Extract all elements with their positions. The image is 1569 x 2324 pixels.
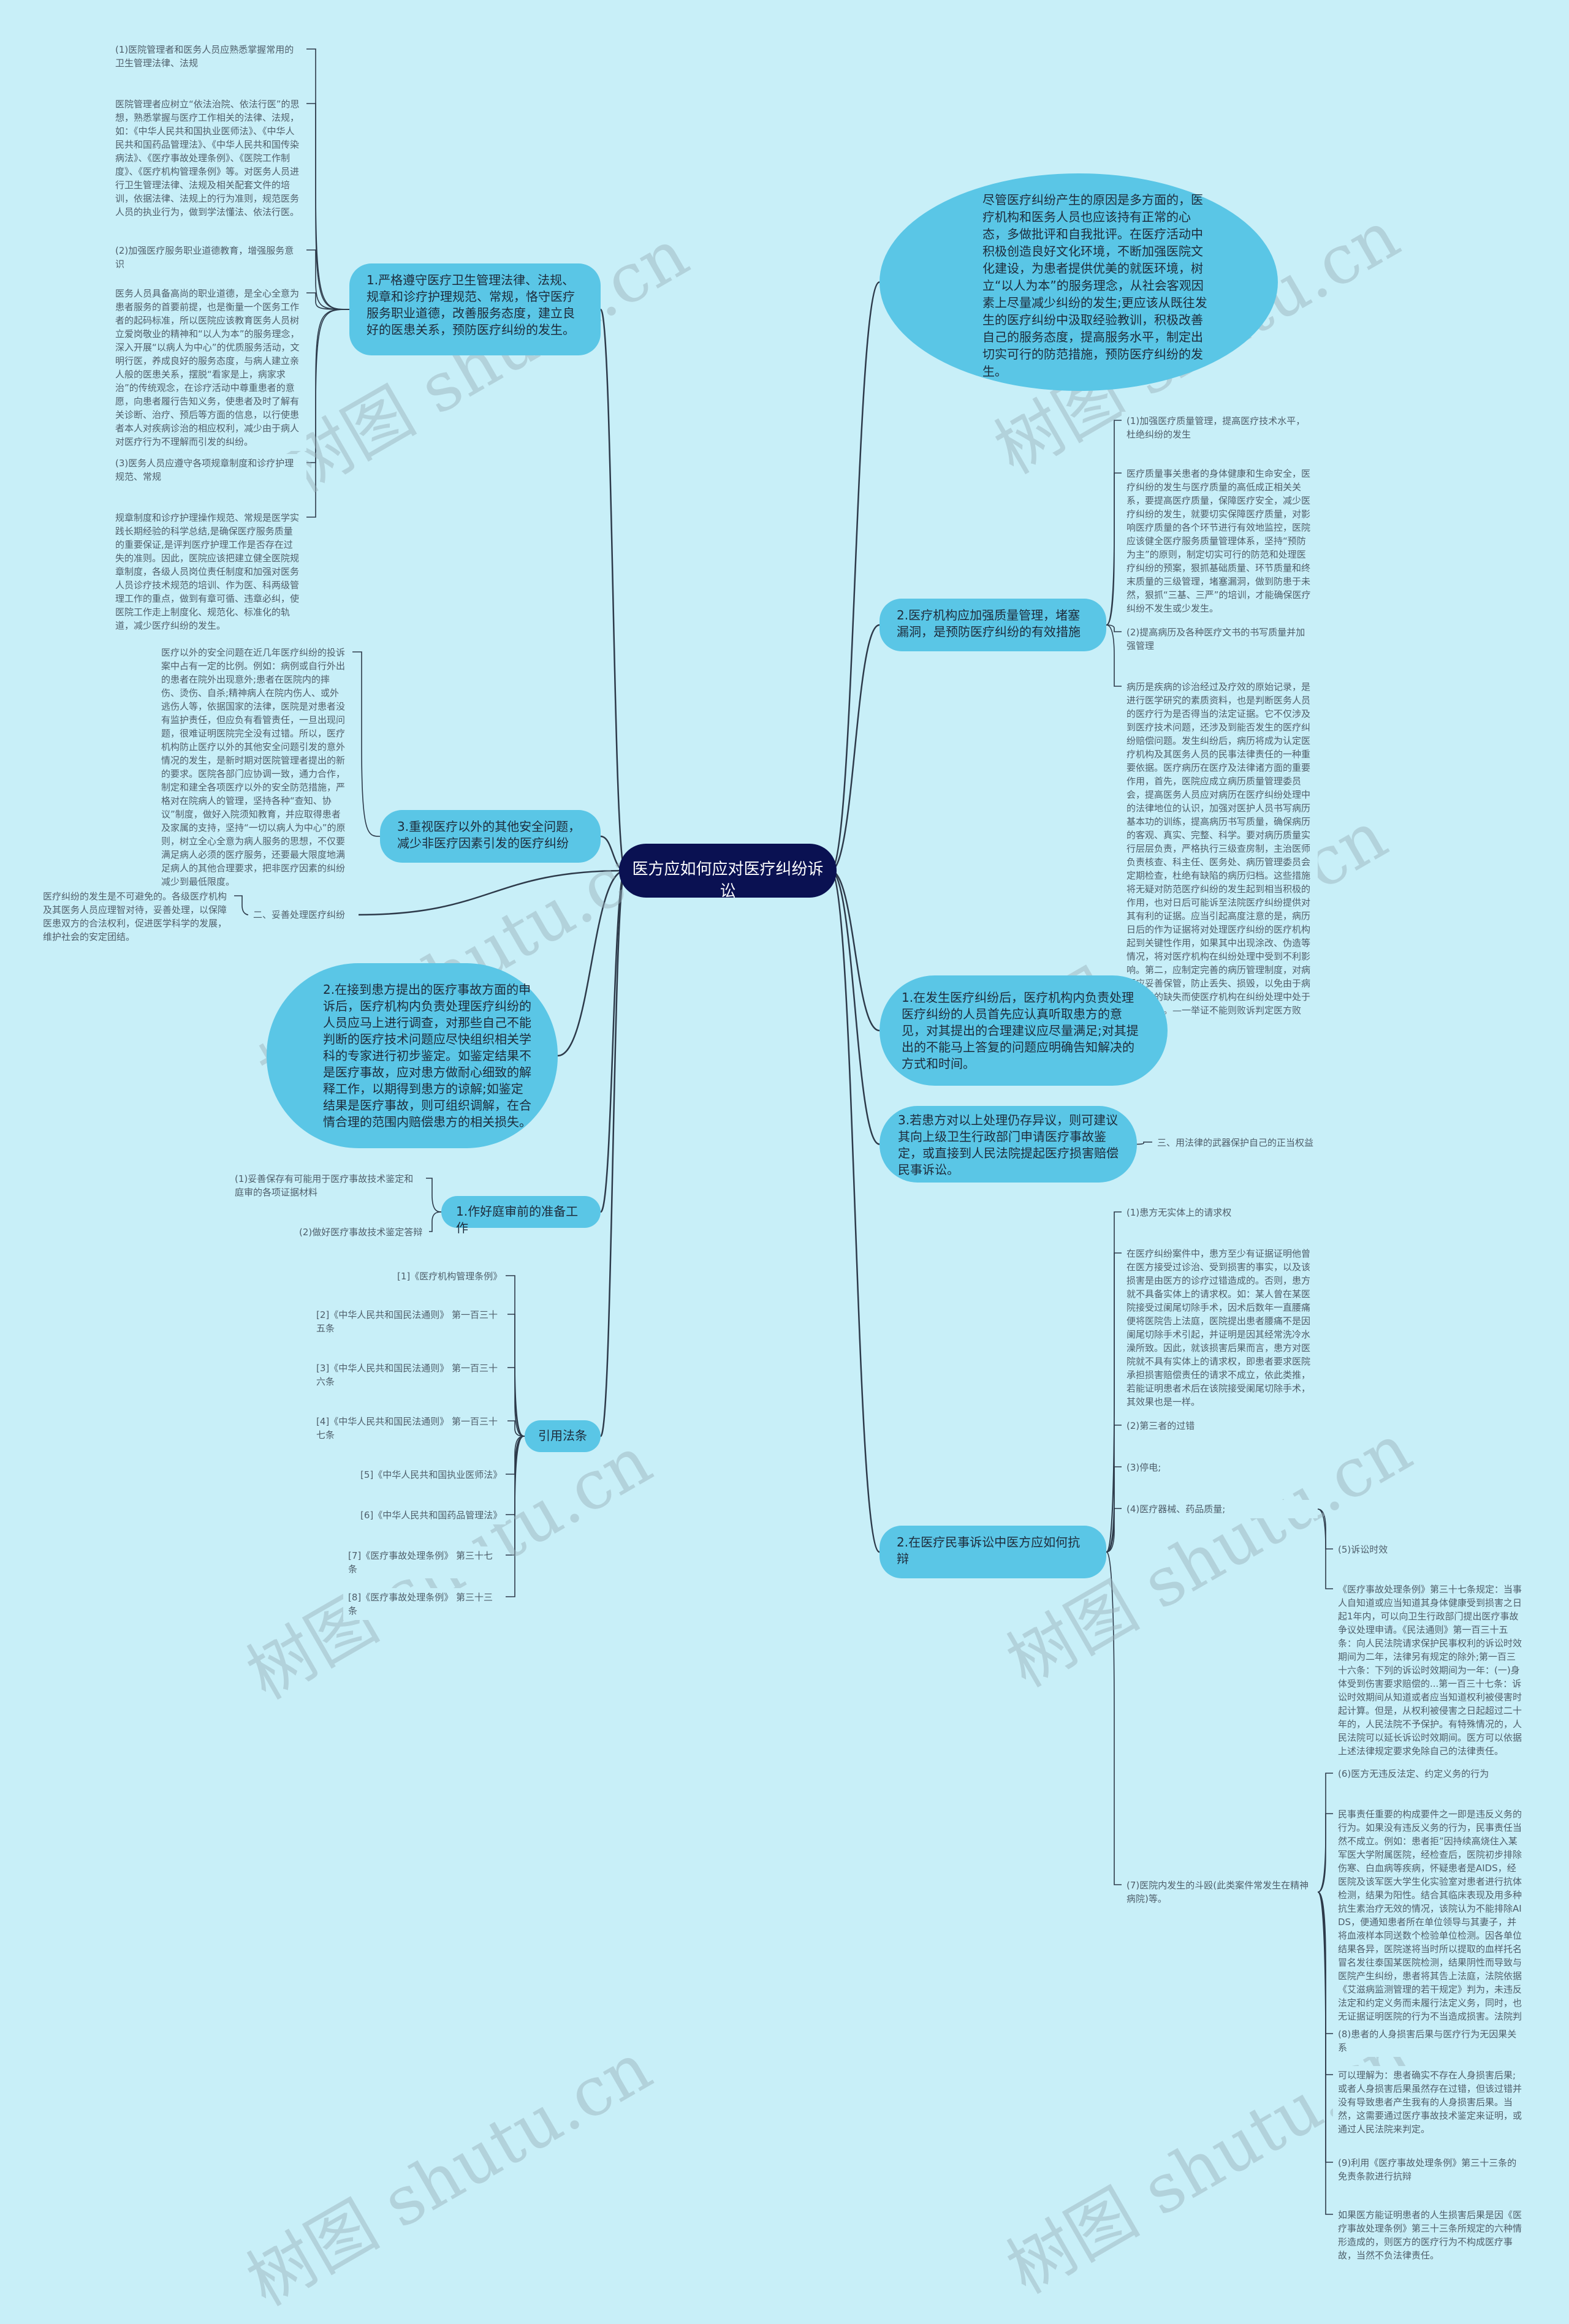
connector-line [1317,1891,1333,2215]
leaf-text: (7)医院内发生的斗殴(此类案件常发生在精神病院)等。 [1122,1876,1318,1908]
leaf-text: 在医疗纠纷案件中，患方至少有证据证明他曾在医方接受过诊治、受到损害的事实，以及该… [1122,1244,1318,1411]
connector-line [358,869,626,916]
connector-line [830,624,880,872]
topic-right-1[interactable]: 1.在发生医疗纠纷后，医疗机构内负责处理医疗纠纷的人员首先应认真听取患方的意见，… [879,975,1168,1086]
connector-line [1106,624,1122,687]
connector-line [1136,1141,1152,1145]
topic-left-ii[interactable]: 二、妥善处理医疗纠纷 [248,906,359,924]
connector-line [830,869,880,1032]
leaf-text: 可以理解为：患者确实不存在人身损害后果;或者人身损害后果虽然存在过错，但该过错并… [1333,2066,1529,2138]
connector-line [306,249,350,310]
connector-line [429,1211,442,1232]
connector-line [306,309,350,518]
connector-line [426,1178,442,1213]
connector-line [507,1314,525,1437]
leaf-text: [1]《医疗机构管理条例》 [392,1267,506,1285]
topic-right-litigation[interactable]: 2.在医疗民事诉讼中医方应如何抗辩 [879,1526,1106,1578]
leaf-text: [6]《中华人民共和国药品管理法》 [355,1506,506,1524]
leaf-text: [4]《中华人民共和国民法通则》 第一百三十七条 [311,1412,507,1444]
connector-line [1106,1551,1122,1885]
leaf-text: [2]《中华人民共和国民法通则》 第一百三十五条 [311,1306,507,1338]
connector-line [506,1436,525,1597]
connector-line [830,281,880,872]
root-topic[interactable]: 医方应如何应对医疗纠纷诉讼 [619,844,837,901]
leaf-text: 医院管理者应树立“依法治院、依法行医”的思想，熟悉掌握与医疗工作相关的法律、法规… [110,95,306,221]
leaf-text: (2)做好医疗事故技术鉴定答辩 [294,1223,429,1241]
topic-left-1[interactable]: 1.严格遵守医疗卫生管理法律、法规、规章和诊疗护理规范、常规，恪守医疗服务职业道… [349,263,601,355]
connector-line [1106,472,1122,626]
connector-line [234,895,249,915]
connector-line [352,651,381,837]
leaf-text: (1)妥善保存有可能用于医疗事故技术鉴定和庭审的各项证据材料 [230,1170,426,1202]
topic-left-law[interactable]: 引用法条 [525,1420,601,1452]
leaf-text: [5]《中华人民共和国执业医师法》 [355,1466,506,1484]
topic-left-3[interactable]: 3.重视医疗以外的其他安全问题，减少非医疗因素引发的医疗纠纷 [380,810,601,863]
topic-right-3[interactable]: 3.若患方对以上处理仍存异议，则可建议其向上级卫生行政部门申请医疗事故鉴定，或直… [879,1106,1137,1183]
leaf-text: 病历是疾病的诊治经过及疗效的原始记录，是进行医学研究的素质资料，也是判断医务人员… [1122,678,1318,1033]
leaf-text: 规章制度和诊疗护理操作规范、常规是医学实践长期经验的科学总结,是确保医疗服务质量… [110,509,306,635]
connector-line [306,292,350,310]
connector-line [599,869,626,1437]
leaf-text: (2)加强医疗服务职业道德教育，增强服务意识 [110,241,306,273]
connector-line [306,103,350,310]
leaf-text: (2)第三者的过错 [1122,1417,1318,1435]
leaf-text: (5)诉讼时效 [1333,1540,1529,1559]
connector-line [1317,1813,1333,1893]
topic-right-cloud[interactable]: 尽管医疗纠纷产生的原因是多方面的，医疗机构和医务人员也应该持有正常的心态，多做批… [879,173,1278,391]
leaf-text: 《医疗事故处理条例》第三十七条规定：当事人自知道或应当知道其身体健康受到损害之日… [1333,1580,1529,1760]
leaf-text: 三、用法律的武器保护自己的正当权益 [1152,1134,1330,1152]
leaf-text: 医疗以外的安全问题在近几年医疗纠纷的投诉案中占有一定的比例。例如：病例或自行外出… [156,643,352,891]
leaf-text: [3]《中华人民共和国民法通则》 第一百三十六条 [311,1359,507,1391]
leaf-text: (9)利用《医疗事故处理条例》第三十三条的免责条款进行抗辩 [1333,2154,1529,2186]
connector-line [1106,1508,1122,1553]
connector-line [829,869,881,1553]
leaf-text: (2)提高病历及各种医疗文书的书写质量并加强管理 [1122,623,1318,655]
connector-line [599,308,626,872]
leaf-text: (1)患方无实体上的请求权 [1122,1203,1318,1222]
leaf-text: [8]《医疗事故处理条例》 第三十三条 [343,1588,506,1620]
leaf-text: (3)医务人员应遵守各项规章制度和诊疗护理规范、常规 [110,454,306,486]
connector-line [306,48,350,310]
leaf-text: (4)医疗器械、药品质量; [1122,1500,1318,1518]
topic-left-2[interactable]: 2.在接到患方提出的医疗事故方面的申诉后，医疗机构内负责处理医疗纠纷的人员应马上… [267,963,558,1148]
leaf-text: 医务人员具备高尚的职业道德，是全心全意为患者服务的首要前提，也是衡量一个医务工作… [110,284,306,451]
leaf-text: (3)停电; [1122,1458,1318,1477]
connector-line [557,869,626,1057]
leaf-text: 如果医方能证明患者的人生损害后果是因《医疗事故处理条例》第三十三条所规定的六种情… [1333,2206,1529,2265]
leaf-text: (1)医院管理者和医务人员应熟悉掌握常用的卫生管理法律、法规 [110,40,306,72]
leaf-text: 民事责任重要的构成要件之一即是违反义务的行为。如果没有违反义务的行为，民事责任当… [1333,1805,1529,2039]
connector-line [599,869,626,1213]
leaf-text: (6)医方无违反法定、约定义务的行为 [1333,1765,1529,1783]
topic-left-prep[interactable]: 1.作好庭审前的准备工作 [441,1196,601,1235]
topic-right-2[interactable]: 2.医疗机构应加强质量管理，堵塞漏洞，是预防医疗纠纷的有效措施 [879,599,1106,651]
leaf-text: (1)加强医疗质量管理，提高医疗技术水平，杜绝纠纷的发生 [1122,412,1318,444]
connector-line [830,869,880,1145]
connector-line [306,309,350,463]
leaf-text: (8)患者的人身损害后果与医疗行为无因果关系 [1333,2025,1529,2057]
leaf-text: [7]《医疗事故处理条例》 第三十七条 [343,1546,506,1578]
leaf-text: 医疗纠纷的发生是不可避免的。各级医疗机构及其医务人员应理智对待，妥善处理，以保障… [38,887,234,946]
leaf-text: 医疗质量事关患者的身体健康和生命安全，医疗纠纷的发生与医疗质量的高低成正相关关系… [1122,464,1318,618]
connector-line [1317,1508,1333,1589]
